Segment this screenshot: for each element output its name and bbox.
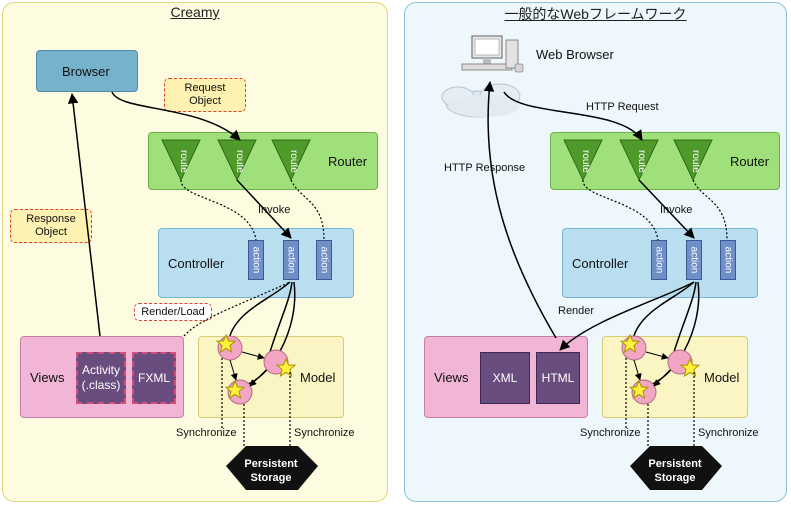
creamy-title: Creamy [170, 4, 220, 20]
html-label: HTML [541, 370, 575, 385]
html-view-item: HTML [536, 352, 580, 404]
activity-line1: Activity [81, 363, 120, 377]
request-object-note: Request Object [164, 78, 246, 112]
action-2: action [283, 240, 299, 280]
fxml-label: FXML [137, 370, 170, 385]
action-label: action [250, 246, 262, 274]
action-right-1: action [651, 240, 667, 280]
synchronize-label-right-2: Synchronize [698, 427, 759, 439]
controller-label-right: Controller [572, 256, 629, 271]
response-note-line2: Object [35, 226, 67, 238]
http-response-label: HTTP Response [444, 162, 526, 174]
action-1: action [248, 240, 264, 280]
request-note-line1: Request [184, 82, 226, 94]
browser-label: Browser [62, 64, 110, 79]
controller-label: Controller [168, 256, 225, 271]
render-load-note: Render/Load [134, 303, 212, 321]
persistent-storage-label-right: Persistent Storage [636, 457, 714, 485]
invoke-label-right: Invoke [660, 204, 693, 216]
action-label: action [318, 246, 330, 274]
browser-box [36, 50, 138, 92]
http-request-label: HTTP Request [586, 101, 659, 113]
synchronize-label-2: Synchronize [294, 427, 355, 439]
web-framework-title: 一般的なWebフレームワーク [504, 6, 687, 22]
request-note-line2: Object [189, 95, 221, 107]
synchronize-label-1: Synchronize [176, 427, 237, 439]
xml-label: XML [492, 370, 518, 385]
response-object-note: Response Object [10, 209, 92, 243]
xml-view-item: XML [480, 352, 530, 404]
storage-line2: Storage [654, 472, 696, 484]
views-label: Views [30, 370, 65, 385]
persistent-storage-label: Persistent Storage [232, 457, 310, 485]
synchronize-label-right-1: Synchronize [580, 427, 641, 439]
router-label-right: Router [730, 154, 770, 169]
web-browser-label: Web Browser [536, 47, 614, 62]
response-note-line1: Response [26, 213, 76, 225]
action-3: action [316, 240, 332, 280]
action-label: action [285, 246, 297, 274]
views-label-right: Views [434, 370, 469, 385]
render-label: Render [558, 305, 595, 317]
invoke-label: Invoke [258, 204, 291, 216]
storage-line2: Storage [250, 472, 292, 484]
action-label: action [722, 246, 734, 274]
model-label-right: Model [704, 370, 740, 385]
fxml-view-item: FXML [132, 352, 176, 404]
model-label: Model [300, 370, 336, 385]
action-label: action [688, 246, 700, 274]
storage-line1: Persistent [648, 458, 702, 470]
activity-line2: (.class) [81, 378, 121, 392]
action-label: action [653, 246, 665, 274]
action-right-3: action [720, 240, 736, 280]
activity-view-item: Activity (.class) [76, 352, 126, 404]
action-right-2: action [686, 240, 702, 280]
storage-line1: Persistent [244, 458, 298, 470]
router-label: Router [328, 154, 368, 169]
